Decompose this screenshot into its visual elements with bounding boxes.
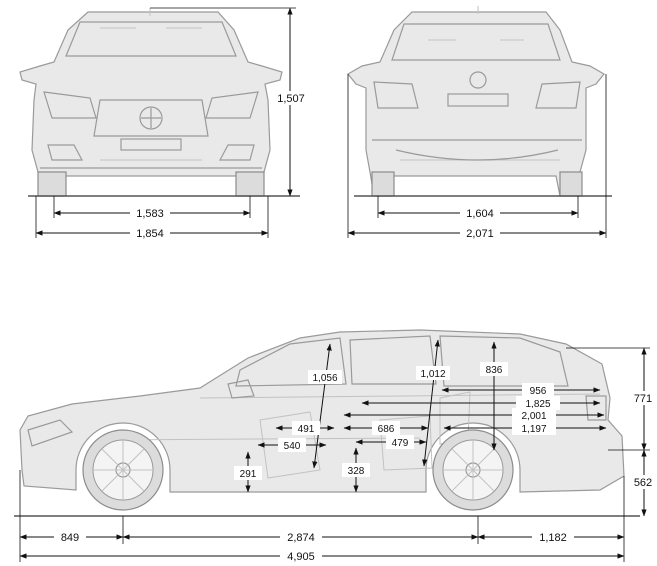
rear-track-dimension: 1,604	[377, 196, 579, 220]
front-height-label: 1,507	[277, 93, 305, 105]
load-length-956-dimension: 956	[441, 383, 601, 397]
front-width-dimension: 1,854	[35, 196, 269, 240]
load-length-2001-label: 2,001	[521, 411, 546, 422]
rear-overhang-label: 1,182	[539, 532, 567, 544]
front-seat-depth-dimension: 540	[257, 438, 327, 452]
load-length-2001-dimension: 2,001	[343, 408, 605, 422]
front-car-illustration	[19, 8, 283, 197]
rear-view: 1,604 2,071	[347, 6, 612, 240]
front-seat-height-dimension: 291	[234, 451, 262, 493]
wheelbase-dimension: 2,874	[122, 530, 479, 544]
front-overhang-label: 849	[61, 532, 79, 544]
overall-length-label: 4,905	[287, 551, 315, 563]
front-seat-depth-label: 540	[284, 441, 301, 452]
sill-height-dimension: 562	[628, 449, 657, 517]
wheelbase-label: 2,874	[287, 532, 315, 544]
load-width-label: 1,197	[521, 424, 546, 435]
front-seat-height-label: 291	[240, 469, 257, 480]
front-legroom-dimension: 491	[275, 421, 335, 435]
front-height-dimension: 1,507	[150, 7, 310, 197]
load-height-label: 836	[486, 365, 503, 376]
rear-seat-depth-label: 479	[392, 438, 409, 449]
front-width-label: 1,854	[136, 228, 164, 240]
front-headroom-label: 1,056	[312, 373, 337, 384]
rear-track-label: 1,604	[466, 208, 494, 220]
rear-wheel	[432, 429, 514, 511]
front-wheel	[82, 429, 164, 511]
rear-car-illustration	[347, 6, 605, 197]
overall-length-dimension: 4,905	[19, 549, 625, 563]
side-view: 1,056 1,012 836 956 1,825 2,001	[14, 329, 657, 563]
rear-width-label: 2,071	[466, 228, 494, 240]
load-width-dimension: 1,197	[443, 421, 607, 435]
load-length-956-label: 956	[530, 386, 547, 397]
front-track-dimension: 1,583	[53, 196, 251, 220]
rear-seat-height-dimension: 328	[342, 447, 370, 493]
rear-width-dimension: 2,071	[347, 74, 607, 240]
rear-overhang-dimension: 1,182	[477, 530, 625, 544]
rear-legroom-label: 686	[378, 424, 395, 435]
front-legroom-label: 491	[298, 424, 315, 435]
rear-seat-height-label: 328	[348, 466, 365, 477]
rear-seat-depth-dimension: 479	[355, 435, 427, 449]
front-overhang-dimension: 849	[19, 530, 124, 544]
cargo-height-label: 771	[634, 393, 652, 405]
load-length-1825-label: 1,825	[525, 399, 550, 410]
front-track-label: 1,583	[136, 208, 164, 220]
sill-height-label: 562	[634, 477, 652, 489]
cargo-height-dimension: 771	[566, 347, 657, 451]
load-height-dimension: 836	[480, 341, 508, 451]
front-view: 1,507 1,583 1,854	[19, 7, 310, 240]
rear-headroom-label: 1,012	[420, 369, 445, 380]
rear-legroom-dimension: 686	[343, 421, 429, 435]
load-length-1825-dimension: 1,825	[361, 396, 601, 410]
